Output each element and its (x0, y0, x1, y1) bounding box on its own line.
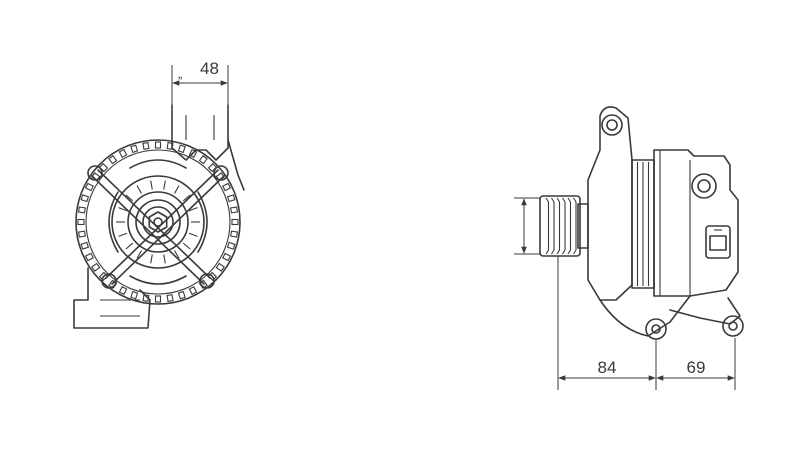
fan-slot (118, 232, 128, 237)
pulley-groove (562, 197, 566, 255)
dim-quote-mark: „ (178, 66, 182, 81)
ring-teeth (77, 141, 239, 303)
bottom-lobe (129, 275, 187, 285)
dimension-bottom: 84 69 (557, 256, 736, 390)
foot-detail (100, 299, 140, 317)
ring-tooth (231, 218, 239, 226)
fan-slot (150, 254, 153, 264)
ear-side (227, 139, 245, 191)
ring-tooth (84, 252, 94, 262)
ring-tooth (154, 141, 162, 149)
fan-slot (174, 185, 180, 194)
ring-tooth (118, 148, 128, 158)
ring-tooth (222, 182, 232, 192)
dimension-pulley-diameter (514, 197, 540, 255)
ring-tooth (177, 144, 186, 154)
ring-tooth (130, 144, 139, 154)
ring-tooth (77, 230, 86, 238)
fan-slot (125, 242, 134, 250)
front-housing (587, 106, 633, 301)
pulley-groove (545, 197, 550, 255)
ring-tooth (198, 155, 208, 165)
ring-tooth (80, 241, 90, 250)
top-mount-hole (601, 114, 623, 136)
right-lobe (197, 191, 208, 253)
fan-slot (182, 194, 191, 202)
rear-housing (653, 149, 739, 297)
front-view (73, 104, 245, 329)
lower-arm-rear (669, 297, 741, 325)
fan-slot (188, 207, 198, 212)
dim-top-width-label: 48 (200, 59, 219, 78)
left-lobe (108, 191, 119, 253)
pulley (127, 191, 189, 253)
fan-slot (163, 180, 166, 190)
shaft (153, 217, 163, 227)
fan-slot (163, 254, 166, 264)
dim-left-offset-label: 84 (598, 358, 617, 377)
ring-tooth (226, 194, 236, 203)
ring-tooth (84, 182, 94, 192)
ring-tooth (91, 262, 101, 272)
fan-housing (111, 175, 205, 269)
pulley-groove (142, 206, 174, 238)
ring-tooth (188, 286, 198, 296)
ring-tooth (108, 155, 118, 165)
connector-plug (705, 225, 731, 259)
hex-nut (148, 211, 168, 233)
ring-tooth (154, 295, 162, 303)
fan-slot (136, 250, 142, 259)
side-pulley (539, 195, 589, 257)
ear-detail (185, 115, 215, 140)
dimension-48: 48 „ (171, 59, 229, 105)
fan-slots (116, 180, 200, 264)
fan-slot (150, 180, 153, 190)
ring-tooth (230, 230, 239, 238)
top-mount-ear (171, 104, 229, 161)
ring-tooth (77, 206, 86, 214)
outer-ring (75, 139, 241, 305)
lower-arm-front (599, 295, 691, 337)
pulley-groove (573, 197, 577, 255)
ring-tooth (226, 241, 236, 250)
ring-tooth (166, 294, 174, 303)
side-view (539, 106, 744, 340)
fan-slot (118, 207, 128, 212)
ring-tooth (222, 252, 232, 262)
top-lobe (129, 159, 187, 169)
ring-tooth (118, 286, 128, 296)
pulley-groove (551, 197, 555, 255)
ring-tooth (80, 194, 90, 203)
lower-mount-hole-2 (722, 315, 744, 337)
inner-ring (85, 149, 231, 295)
pulley-inner (135, 199, 181, 245)
fan-slot (174, 250, 180, 259)
ring-tooth (130, 290, 139, 300)
ring-tooth (215, 262, 225, 272)
bottom-mount-foot (73, 267, 151, 329)
ring-tooth (77, 218, 85, 226)
pulley-groove (556, 197, 561, 255)
terminal-stud (691, 173, 717, 199)
fan-slot (188, 232, 198, 237)
dim-right-offset-label: 69 (687, 358, 706, 377)
ring-tooth (177, 290, 186, 300)
lower-mount-hole-1 (645, 318, 667, 340)
ring-tooth (230, 206, 239, 214)
fan-slot (125, 194, 134, 202)
fan-slot (136, 185, 142, 194)
pulley-groove (567, 197, 572, 255)
fan-slot (182, 242, 191, 250)
ring-tooth (142, 141, 150, 150)
